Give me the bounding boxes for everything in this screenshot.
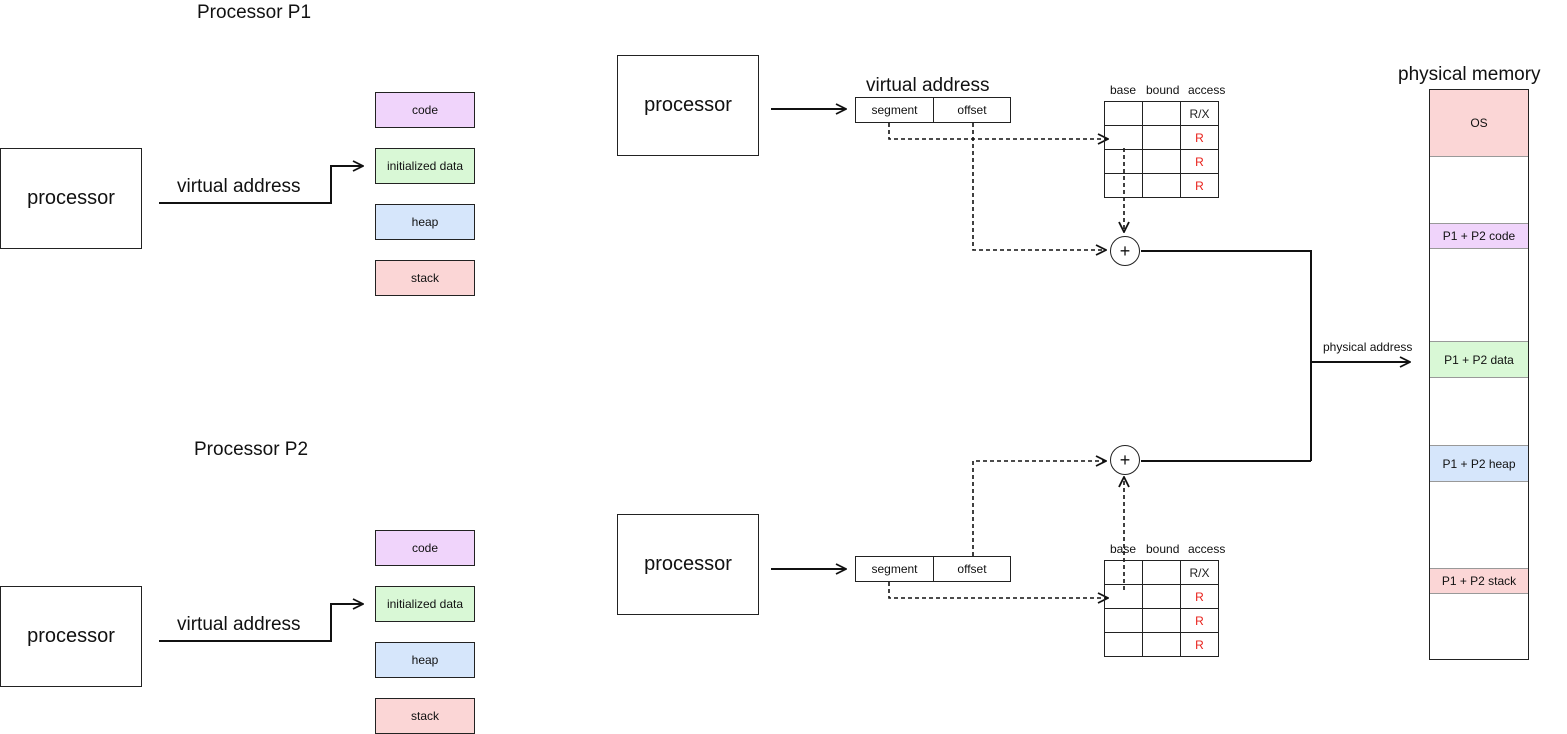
base-cell (1104, 584, 1143, 609)
top-header-base: base (1110, 83, 1137, 97)
top-segment-dash (888, 123, 1108, 139)
bottom-header-access: access (1188, 542, 1226, 556)
p2-code-segment: code (375, 530, 475, 566)
bound-cell (1142, 149, 1181, 174)
table-row: R (1104, 149, 1219, 174)
physical-memory-title: physical memory (1398, 64, 1541, 85)
p1-processor-box: processor (0, 148, 142, 249)
bound-cell (1142, 632, 1181, 657)
p2-heap-segment: heap (375, 642, 475, 678)
bottom-segment-dash (888, 582, 1108, 598)
bound-cell (1142, 608, 1181, 633)
memory-os-segment: OS (1430, 90, 1528, 157)
base-cell (1104, 149, 1143, 174)
bottom-offset-field: offset (933, 557, 1010, 581)
p1-title: Processor P1 (197, 2, 312, 23)
bottom-offset-dash (972, 461, 1106, 556)
p1-virtual-address-label: virtual address (177, 176, 301, 197)
access-cell: R (1180, 608, 1219, 633)
table-row: R/X (1104, 560, 1219, 585)
top-offset-field: offset (933, 98, 1010, 122)
top-virtual-address-label: virtual address (866, 75, 990, 96)
top-offset-dash (972, 123, 1106, 250)
table-row: R/X (1104, 101, 1219, 126)
top-virtual-address-fields: segment offset (855, 97, 1011, 123)
top-segment-field: segment (871, 103, 918, 117)
p1-code-segment: code (375, 92, 475, 128)
bound-cell (1142, 125, 1181, 150)
memory-code-segment: P1 + P2 code (1430, 223, 1528, 249)
memory-heap-segment: P1 + P2 heap (1430, 445, 1528, 482)
bottom-header-bound: bound (1146, 542, 1180, 556)
bottom-virtual-address-fields: segment offset (855, 556, 1011, 582)
bottom-header-base: base (1110, 542, 1137, 556)
base-cell (1104, 173, 1143, 198)
p2-virtual-address-label: virtual address (177, 614, 301, 635)
base-cell (1104, 125, 1143, 150)
base-cell (1104, 608, 1143, 633)
bound-cell (1142, 101, 1181, 126)
bottom-segment-field: segment (871, 562, 918, 576)
table-row: R (1104, 608, 1219, 633)
bound-cell (1142, 584, 1181, 609)
top-adder-out (1141, 250, 1312, 461)
top-segment-table: R/X R R R (1104, 101, 1219, 198)
table-row: R (1104, 584, 1219, 609)
base-cell (1104, 632, 1143, 657)
top-header-access: access (1188, 83, 1226, 97)
top-header-bound: bound (1146, 83, 1180, 97)
p2-va-arrow (159, 604, 363, 642)
access-cell: R (1180, 125, 1219, 150)
p2-stack-segment: stack (375, 698, 475, 734)
access-cell: R/X (1180, 560, 1219, 585)
bound-cell (1142, 173, 1181, 198)
base-cell (1104, 101, 1143, 126)
table-row: R (1104, 632, 1219, 657)
bottom-adder: + (1110, 445, 1140, 475)
table-row: R (1104, 125, 1219, 150)
p2-initialized-data-segment: initialized data (375, 586, 475, 622)
table-row: R (1104, 173, 1219, 198)
bound-cell (1142, 560, 1181, 585)
memory-data-segment: P1 + P2 data (1430, 341, 1528, 378)
base-cell (1104, 560, 1143, 585)
access-cell: R (1180, 632, 1219, 657)
physical-address-label: physical address (1323, 340, 1413, 354)
top-processor-box: processor (617, 55, 759, 156)
p1-initialized-data-segment: initialized data (375, 148, 475, 184)
access-cell: R (1180, 173, 1219, 198)
p2-title: Processor P2 (194, 439, 309, 460)
bottom-processor-box: processor (617, 514, 759, 615)
memory-stack-segment: P1 + P2 stack (1430, 568, 1528, 594)
p2-processor-box: processor (0, 586, 142, 687)
p1-va-arrow (159, 166, 363, 204)
top-adder: + (1110, 236, 1140, 266)
bottom-segment-table: R/X R R R (1104, 560, 1219, 657)
p1-stack-segment: stack (375, 260, 475, 296)
access-cell: R/X (1180, 101, 1219, 126)
access-cell: R (1180, 149, 1219, 174)
p1-heap-segment: heap (375, 204, 475, 240)
access-cell: R (1180, 584, 1219, 609)
physical-memory-block: OS P1 + P2 code P1 + P2 data P1 + P2 hea… (1429, 89, 1529, 660)
